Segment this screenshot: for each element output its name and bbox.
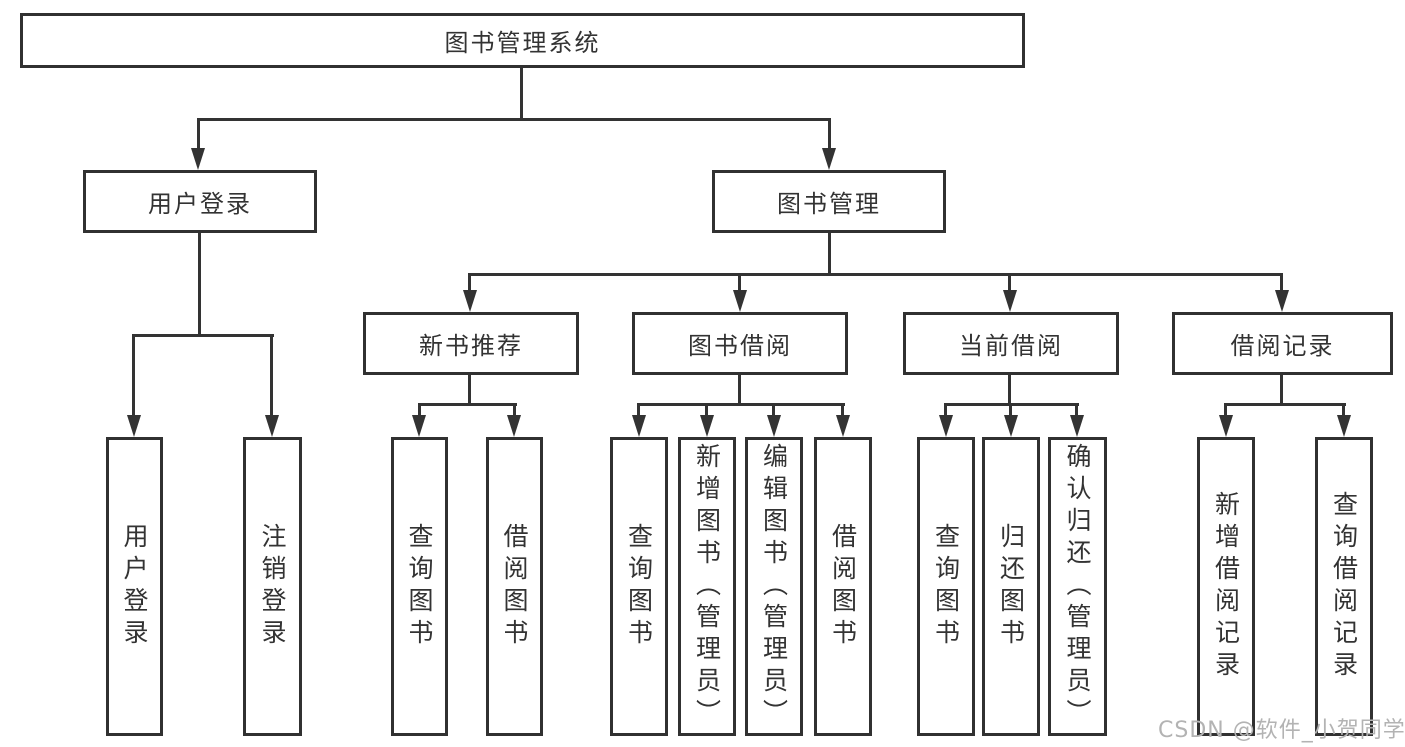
connector-line [772, 403, 775, 423]
connector-line [944, 403, 947, 423]
leaf-logout: 注销登录 [243, 437, 302, 736]
connector-line [1224, 403, 1346, 406]
arrow-down-icon [1003, 290, 1017, 312]
connector-line [1008, 375, 1011, 406]
connector-line [468, 375, 471, 406]
connector-line [468, 273, 471, 298]
connector-line [132, 334, 274, 337]
leaf-current-return-book: 归还图书 [982, 437, 1040, 736]
connector-line [738, 375, 741, 406]
node-book-management: 图书管理 [712, 170, 946, 233]
leaf-label: 查询图书 [624, 522, 654, 651]
leaf-label: 新增借阅记录 [1211, 490, 1241, 683]
connector-line [841, 403, 844, 423]
connector-line [270, 334, 273, 422]
connector-line [738, 273, 741, 298]
connector-line [468, 273, 1283, 276]
node-borrow-records: 借阅记录 [1172, 312, 1393, 375]
node-root: 图书管理系统 [20, 13, 1025, 68]
leaf-borrow-add-book-admin: 新增图书（管理员） [678, 437, 736, 736]
connector-line [513, 403, 516, 423]
connector-line [520, 66, 523, 121]
leaf-rec-query-book: 查询图书 [391, 437, 448, 736]
connector-line [637, 403, 845, 406]
leaf-label: 新增图书（管理员） [692, 442, 722, 731]
leaf-borrow-edit-book-admin: 编辑图书（管理员） [745, 437, 803, 736]
leaf-label: 注销登录 [258, 522, 287, 651]
leaf-label: 借阅图书 [500, 522, 529, 651]
node-current-borrow-label: 当前借阅 [959, 332, 1063, 360]
node-new-book-recommend-label: 新书推荐 [419, 332, 523, 360]
leaf-records-add-record: 新增借阅记录 [1197, 437, 1255, 736]
arrow-down-icon [463, 290, 477, 312]
connector-line [197, 118, 831, 121]
arrow-down-icon [733, 290, 747, 312]
leaf-label: 查询图书 [931, 522, 961, 651]
node-book-management-label: 图书管理 [777, 190, 881, 218]
arrow-down-icon [191, 148, 205, 170]
connector-line [637, 403, 640, 423]
arrow-down-icon [507, 415, 521, 437]
leaf-label: 归还图书 [996, 522, 1026, 651]
arrow-down-icon [822, 148, 836, 170]
node-root-label: 图书管理系统 [444, 29, 601, 57]
connector-line [828, 118, 831, 156]
connector-line [132, 334, 135, 422]
connector-line [1280, 273, 1283, 298]
leaf-borrow-query-book: 查询图书 [610, 437, 668, 736]
arrow-down-icon [632, 415, 646, 437]
arrow-down-icon [1337, 415, 1351, 437]
node-user-login: 用户登录 [83, 170, 317, 233]
connector-line [198, 233, 201, 337]
arrow-down-icon [700, 415, 714, 437]
node-user-login-label: 用户登录 [148, 190, 252, 218]
connector-line [418, 403, 517, 406]
arrow-down-icon [1070, 415, 1084, 437]
connector-line [1224, 403, 1227, 423]
connector-line [705, 403, 708, 423]
arrow-down-icon [412, 415, 426, 437]
node-borrow-records-label: 借阅记录 [1230, 332, 1335, 360]
connector-line [1342, 403, 1345, 423]
leaf-borrow-borrow-book: 借阅图书 [814, 437, 872, 736]
connector-line [828, 233, 831, 276]
node-book-borrow: 图书借阅 [632, 312, 848, 375]
connector-line [197, 118, 200, 156]
leaf-label: 查询借阅记录 [1329, 490, 1359, 683]
leaf-rec-borrow-book: 借阅图书 [486, 437, 543, 736]
connector-line [1075, 403, 1078, 423]
node-book-borrow-label: 图书借阅 [688, 332, 792, 360]
connector-line [418, 403, 421, 423]
leaf-label: 用户登录 [120, 522, 149, 651]
leaf-user-login: 用户登录 [106, 437, 163, 736]
arrow-down-icon [265, 415, 279, 437]
node-new-book-recommend: 新书推荐 [363, 312, 579, 375]
leaf-current-query-book: 查询图书 [917, 437, 975, 736]
node-current-borrow: 当前借阅 [903, 312, 1119, 375]
arrow-down-icon [1004, 415, 1018, 437]
leaf-current-confirm-return-admin: 确认归还（管理员） [1048, 437, 1107, 736]
connector-line [1280, 375, 1283, 406]
arrow-down-icon [836, 415, 850, 437]
leaf-label: 确认归还（管理员） [1063, 442, 1092, 731]
arrow-down-icon [939, 415, 953, 437]
arrow-down-icon [1219, 415, 1233, 437]
arrow-down-icon [1275, 290, 1289, 312]
arrow-down-icon [127, 415, 141, 437]
watermark: CSDN @软件_小贺同学 [1158, 718, 1405, 743]
arrow-down-icon [767, 415, 781, 437]
leaf-label: 编辑图书（管理员） [759, 442, 789, 731]
leaf-label: 查询图书 [405, 522, 434, 651]
connector-line [1008, 273, 1011, 298]
leaf-label: 借阅图书 [828, 522, 858, 651]
leaf-records-query-record: 查询借阅记录 [1315, 437, 1373, 736]
connector-line [1009, 403, 1012, 423]
